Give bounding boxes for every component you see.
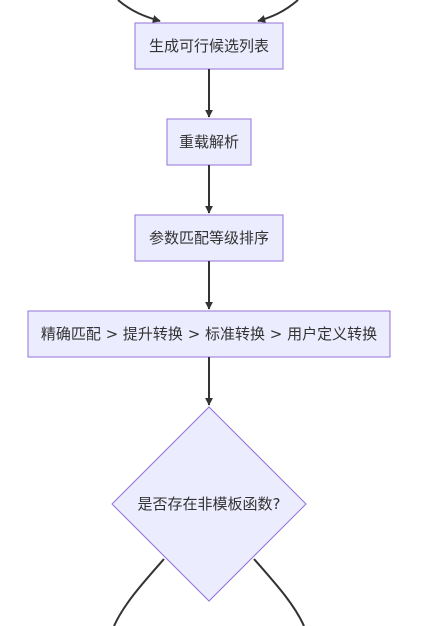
- edge-incoming-right: [257, 0, 299, 23]
- node-overload-resolution: 重载解析: [166, 118, 252, 166]
- node-overload-resolution-label: 重载解析: [179, 133, 239, 151]
- edge-decision-right: [253, 558, 305, 626]
- node-conversion-order-label: 精确匹配 > 提升转换 > 标准转换 > 用户定义转换: [41, 325, 377, 343]
- node-has-non-template-decision: 是否存在非模板函数?: [111, 406, 307, 602]
- edge-decision-left: [113, 558, 165, 626]
- node-generate-candidates: 生成可行候选列表: [134, 22, 284, 70]
- node-rank-params: 参数匹配等级排序: [134, 214, 284, 262]
- node-has-non-template-label: 是否存在非模板函数?: [138, 495, 281, 513]
- node-conversion-order: 精确匹配 > 提升转换 > 标准转换 > 用户定义转换: [27, 310, 391, 358]
- node-generate-candidates-label: 生成可行候选列表: [149, 37, 269, 55]
- edge-incoming-left: [117, 0, 161, 23]
- node-rank-params-label: 参数匹配等级排序: [149, 229, 269, 247]
